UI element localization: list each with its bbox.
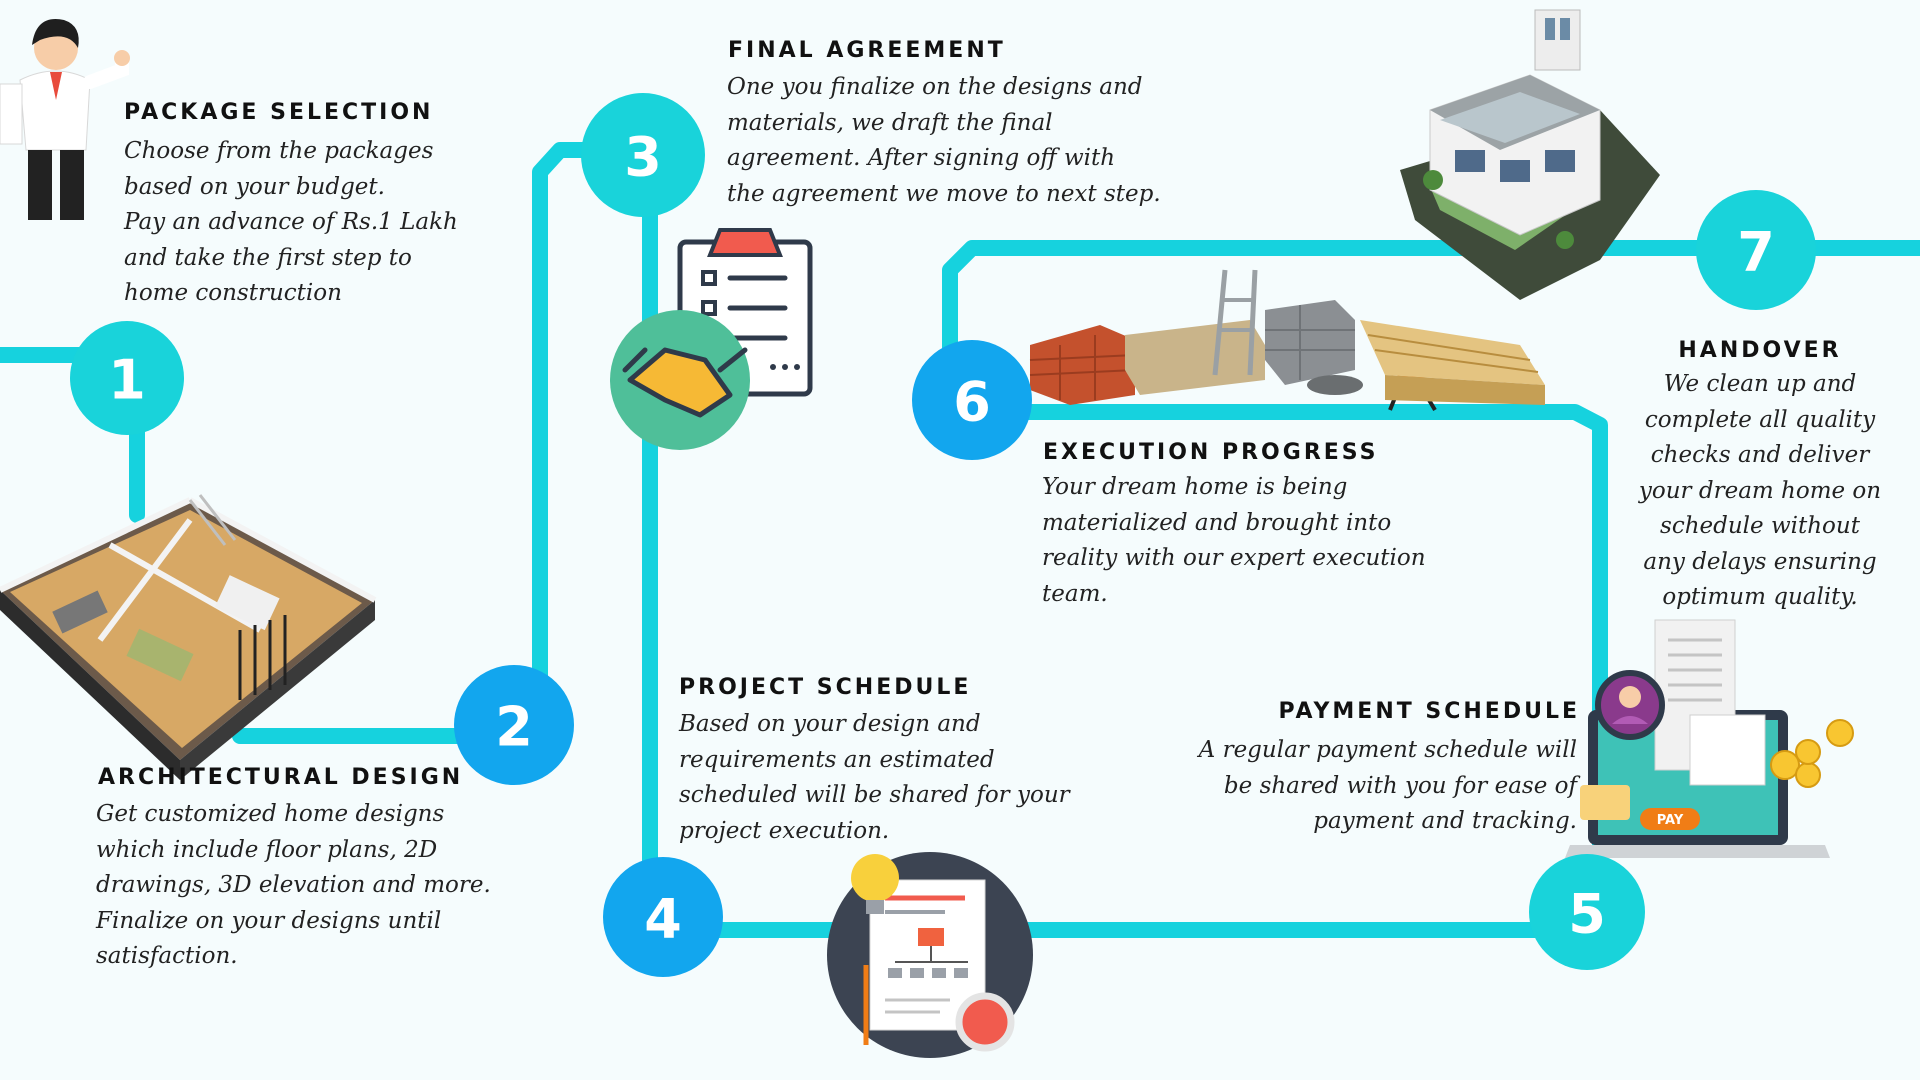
step-1-number: 1 (108, 349, 146, 412)
step-1-description: Choose from the packages based on your b… (124, 134, 458, 312)
step-2-line: Finalize on your designs until (96, 907, 442, 934)
step-2-line: Get customized home designs (96, 801, 445, 827)
step-6-line: Your dream home is being (1042, 474, 1348, 500)
step-7-line: optimum quality. (1662, 584, 1858, 610)
step-5-title: PAYMENT SCHEDULE (1278, 699, 1580, 724)
step-5-line: be shared with you for ease of (1223, 772, 1577, 799)
step-6-marker: 6 (912, 340, 1032, 460)
step-4-line: scheduled will be shared for your (679, 782, 1070, 808)
step-1-line: based on your budget. (124, 173, 385, 200)
step-2-marker: 2 (454, 665, 574, 785)
step-2-number: 2 (495, 696, 533, 759)
construction-materials-icon (1029, 269, 1545, 412)
handshake-clipboard-icon (610, 228, 813, 450)
step-4-line: project execution. (679, 817, 890, 844)
step-3-line: One you finalize on the designs and (727, 74, 1143, 100)
step-5-line: A regular payment schedule will (1198, 737, 1577, 763)
businessman-thumbs-up-icon (0, 19, 130, 220)
step-2-line: drawings, 3D elevation and more. (96, 872, 491, 898)
3d-floor-plan-icon (0, 494, 377, 780)
step-7-line: any delays ensuring (1643, 548, 1877, 575)
step-4-number: 4 (644, 888, 682, 951)
laptop-payment-icon: PAY (1565, 619, 1854, 858)
step-markers: 1 2 3 4 5 6 7 (70, 93, 1816, 977)
schedule-document-icon (827, 852, 1033, 1058)
step-7-description: We clean up and complete all quality che… (1620, 367, 1900, 616)
step-6-line: team. (1042, 580, 1108, 607)
step-2-line: satisfaction. (96, 943, 238, 969)
step-7-line: schedule without (1660, 513, 1860, 539)
step-3-line: the agreement we move to next step. (727, 180, 1161, 207)
step-7-line: We clean up and (1663, 371, 1857, 397)
step-4-line: Based on your design and (679, 711, 981, 737)
step-7-line: complete all quality (1644, 406, 1876, 433)
step-1-line: Pay an advance of Rs.1 Lakh (124, 209, 458, 235)
step-3-description: One you finalize on the designs and mate… (727, 70, 1161, 212)
step-1-marker: 1 (70, 321, 184, 435)
step-6-title: EXECUTION PROGRESS (1043, 440, 1379, 465)
step-1-line: Choose from the packages (124, 138, 434, 164)
step-5-marker: 5 (1529, 854, 1645, 970)
step-1-line: home construction (124, 280, 342, 306)
step-7-line: checks and deliver (1650, 442, 1870, 468)
step-7-marker: 7 (1696, 190, 1816, 310)
step-3-marker: 3 (581, 93, 705, 217)
coins-icon (1770, 719, 1854, 788)
step-6-line: materialized and brought into (1042, 509, 1392, 536)
step-6-number: 6 (953, 371, 991, 434)
finished-house-icon (1400, 9, 1660, 300)
step-3-line: materials, we draft the final (727, 109, 1053, 136)
step-5-description: A regular payment schedule will be share… (1199, 733, 1577, 840)
step-7-number: 7 (1737, 221, 1775, 284)
step-5-number: 5 (1568, 883, 1606, 946)
step-4-line: requirements an estimated (679, 746, 995, 773)
step-3-number: 3 (624, 126, 662, 189)
step-1-line: and take the first step to (124, 244, 412, 271)
step-7-title: HANDOVER (1678, 338, 1842, 363)
step-3-line: agreement. After signing off with (727, 145, 1116, 171)
step-2-description: Get customized home designs which includ… (96, 797, 491, 975)
step-3-title: FINAL AGREEMENT (728, 38, 1006, 63)
step-2-title: ARCHITECTURAL DESIGN (98, 765, 464, 790)
step-5-line: payment and tracking. (1313, 808, 1577, 834)
step-6-line: reality with our expert execution (1042, 545, 1426, 571)
step-7-line: your dream home on (1638, 477, 1882, 504)
step-4-marker: 4 (603, 857, 723, 977)
step-6-description: Your dream home is being materialized an… (1042, 470, 1426, 612)
pay-button-text: PAY (1657, 813, 1684, 828)
step-1-title: PACKAGE SELECTION (124, 100, 434, 125)
step-2-line: which include floor plans, 2D (96, 836, 438, 863)
step-4-description: Based on your design and requirements an… (679, 707, 1070, 849)
step-4-title: PROJECT SCHEDULE (679, 675, 972, 700)
